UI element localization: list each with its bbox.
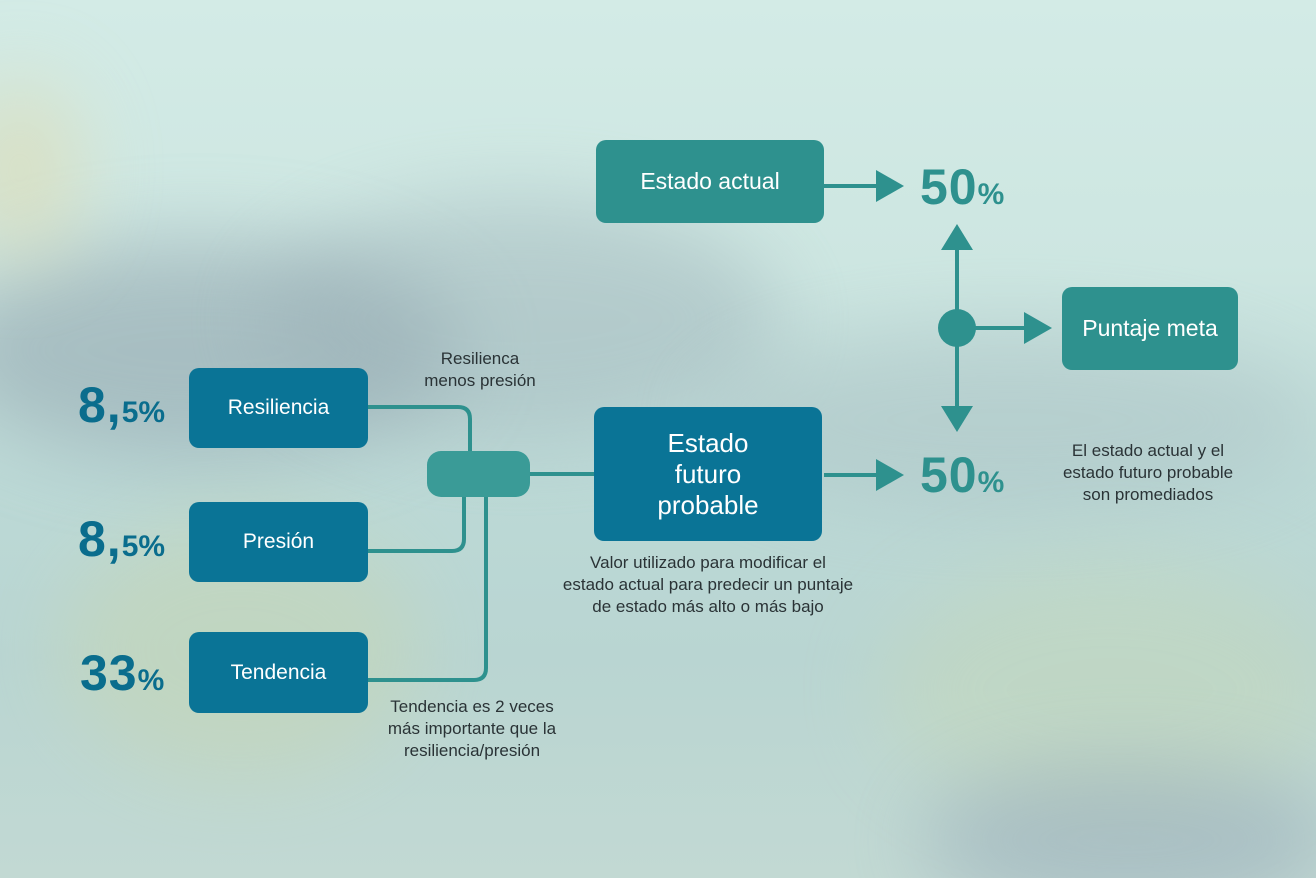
current-state-percent: 50% — [920, 159, 1005, 215]
resilience-label: Resiliencia — [227, 396, 330, 419]
merge-node-icon — [427, 451, 530, 497]
arrow-down-icon — [941, 406, 973, 432]
future-state-description-note: Valor utilizado para modificar el estado… — [562, 553, 854, 616]
pressure-label: Presión — [242, 530, 315, 553]
pressure-connector — [368, 497, 466, 553]
arrow-right-icon — [876, 170, 904, 202]
arrow-right-icon — [1024, 312, 1052, 344]
trend-connector — [368, 497, 488, 682]
arrow-right-icon — [876, 459, 904, 491]
pressure-box: Presión — [189, 502, 368, 582]
trend-label: Tendencia — [230, 660, 327, 684]
arrow-up-icon — [941, 224, 973, 250]
goal-score-box: Puntaje meta — [1062, 287, 1238, 370]
current-state-box: Estado actual — [596, 140, 824, 223]
trend-percent: 33% — [80, 645, 165, 701]
goal-score-label: Puntaje meta — [1082, 315, 1218, 341]
average-node-icon — [938, 309, 976, 347]
resilience-minus-pressure-note: Resilienca menos presión — [424, 349, 536, 390]
resilience-percent: 8,5% — [78, 377, 166, 433]
pressure-percent: 8,5% — [78, 511, 166, 567]
future-state-label: Estado futuro probable — [657, 427, 759, 520]
averaged-note: El estado actual y el estado futuro prob… — [1062, 441, 1234, 504]
future-state-percent: 50% — [920, 447, 1005, 503]
current-state-label: Estado actual — [640, 168, 780, 194]
resilience-box: Resiliencia — [189, 368, 368, 448]
trend-box: Tendencia — [189, 632, 368, 713]
resilience-connector — [368, 405, 472, 452]
future-state-box: Estado futuro probable — [594, 407, 822, 541]
trend-importance-note: Tendencia es 2 veces más importante que … — [387, 697, 557, 760]
